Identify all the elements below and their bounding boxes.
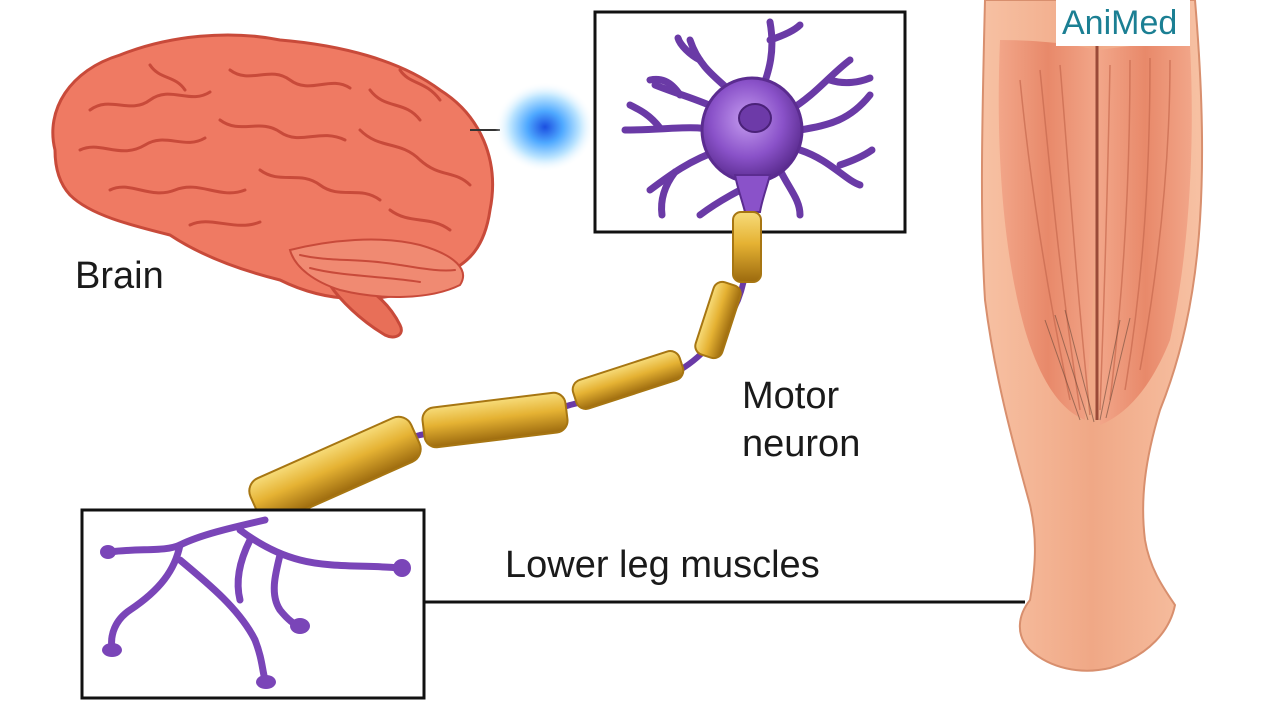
label-lower-leg-muscles: Lower leg muscles xyxy=(505,544,820,586)
label-motor-line2: neuron xyxy=(742,423,861,465)
brain-illustration xyxy=(51,33,500,339)
axon-terminals xyxy=(80,508,426,700)
myelin-sheath-5 xyxy=(248,415,422,525)
lower-leg-muscles xyxy=(980,0,1204,672)
label-brain: Brain xyxy=(75,255,164,297)
motor-neuron-cell-body xyxy=(593,10,907,234)
animed-logo: AniMed xyxy=(1056,0,1190,46)
myelin-sheath-2 xyxy=(694,280,742,360)
myelin-sheath-4 xyxy=(421,391,569,449)
label-motor-line1: Motor xyxy=(742,375,840,417)
label-motor-neuron: Motor neuron xyxy=(742,372,860,468)
myelinated-axon xyxy=(248,211,762,525)
myelin-sheath-3 xyxy=(571,350,685,410)
myelin-sheath-1 xyxy=(732,211,762,283)
logo-text: AniMed xyxy=(1062,4,1177,42)
nerve-impulse-glow xyxy=(495,82,595,172)
